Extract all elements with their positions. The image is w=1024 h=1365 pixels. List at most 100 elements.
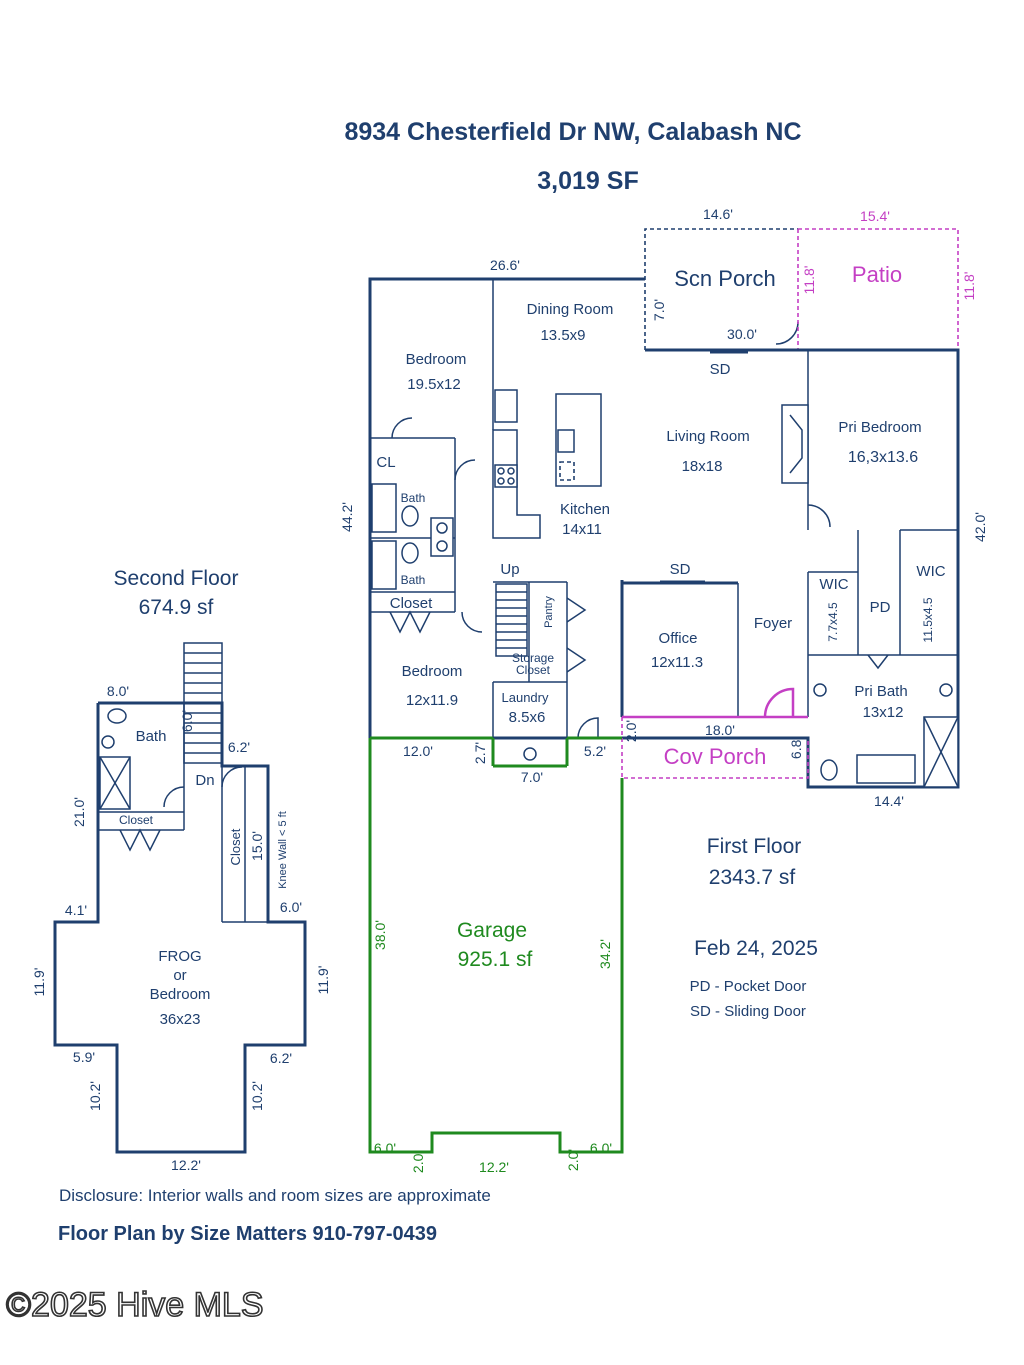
pri-bedroom-size: 16,3x13.6 [848, 449, 918, 466]
plan-date: Feb 24, 2025 [694, 937, 818, 960]
dim-garage-right: 5.2' [584, 743, 606, 759]
laundry-label: Laundry [502, 690, 549, 705]
dim-sf-12: 10.2' [87, 1081, 103, 1111]
storage-label: Storage [512, 651, 554, 665]
frog-label-3: Bedroom [150, 986, 211, 1003]
dim-right-height: 42.0' [972, 512, 988, 542]
bedroom-1-label: Bedroom [406, 351, 467, 368]
frog-label-1: FROG [158, 948, 201, 965]
interior-walls [370, 279, 958, 768]
patio-label: Patio [852, 262, 902, 287]
dim-garage-mid: 7.0' [521, 769, 543, 785]
pantry-label: Pantry [543, 596, 555, 628]
frog-size: 36x23 [160, 1011, 201, 1028]
cov-porch-label: Cov Porch [664, 744, 767, 769]
stairs-first-floor [495, 583, 528, 657]
second-bath-label: Bath [136, 728, 167, 745]
mls-watermark: ©2025 Hive MLS [6, 1286, 264, 1324]
kitchen-label: Kitchen [560, 501, 610, 518]
legend-pocket-door: PD - Pocket Door [690, 978, 807, 995]
legend-sliding-door: SD - Sliding Door [690, 1003, 806, 1020]
dim-scn-porch-height: 11.8' [801, 266, 817, 295]
scn-porch-label: Scn Porch [674, 266, 776, 291]
dim-sf-10: 5.9' [73, 1049, 95, 1065]
fireplace [781, 404, 809, 484]
stairs-down-label: Dn [195, 772, 214, 789]
hall-closet-label: Closet [390, 595, 433, 612]
dim-top-width: 26.6' [490, 257, 520, 273]
covered-porch [621, 715, 809, 779]
pocket-door-label: PD [870, 599, 891, 616]
dim-sf-9: 11.9' [315, 966, 331, 995]
second-closet-left-label: Closet [119, 813, 154, 827]
stairs-up-label: Up [500, 561, 519, 578]
dim-sf-13: 10.2' [249, 1081, 265, 1111]
pri-bath-label: Pri Bath [854, 683, 907, 700]
garage-outline [368, 738, 624, 1154]
dining-room-size: 13.5x9 [540, 327, 585, 344]
dim-sf-2: 6.0' [179, 710, 195, 732]
dim-left-height: 44.2' [339, 502, 355, 532]
storage-closet-label: Closet [516, 663, 551, 677]
laundry-size: 8.5x6 [509, 709, 546, 726]
dim-cov-porch-h1: 2.0' [623, 720, 639, 742]
dim-sf-7: 6.0' [280, 899, 302, 915]
dim-patio-width: 15.4' [860, 208, 890, 224]
dim-sf-5: 15.0' [249, 831, 265, 861]
second-floor-label: Second Floor [114, 567, 239, 590]
bath-fixtures [371, 483, 454, 590]
patio [797, 228, 959, 352]
dim-garage-top-left: 12.0' [403, 743, 433, 759]
bedroom-2-size: 12x11.9 [406, 692, 458, 709]
first-floor-area: 2343.7 sf [709, 866, 796, 889]
living-room-label: Living Room [666, 428, 749, 445]
dim-garage-b1: 6.0' [374, 1140, 396, 1156]
total-square-footage: 3,019 SF [537, 167, 638, 195]
garage-area: 925.1 sf [458, 948, 533, 971]
dim-garage-left-height: 38.0' [372, 920, 388, 950]
pri-bath-fixtures [523, 683, 959, 788]
garage-label: Garage [457, 919, 527, 942]
living-room-size: 18x18 [682, 458, 723, 475]
pri-bedroom-label: Pri Bedroom [838, 419, 921, 436]
first-floor-label: First Floor [707, 835, 802, 858]
dim-cov-porch-h2: 6.8' [788, 737, 804, 759]
dim-patio-height: 11.8' [961, 272, 977, 301]
dim-garage-b2: 2.0' [410, 1151, 426, 1173]
second-closet-right-label: Closet [228, 828, 243, 865]
dim-scn-porch-width: 14.6' [703, 206, 733, 222]
wic-1-label: WIC [819, 576, 848, 593]
pri-bath-size: 13x12 [863, 704, 904, 721]
property-address: 8934 Chesterfield Dr NW, Calabash NC [344, 118, 801, 146]
dim-pri-bath-width: 14.4' [874, 793, 904, 809]
dim-scn-side: 7.0' [651, 299, 667, 321]
dim-garage-b3: 12.2' [479, 1159, 509, 1175]
bath-b-label: Bath [401, 573, 426, 587]
dim-cov-porch-width: 18.0' [705, 722, 735, 738]
door-swings [389, 417, 889, 739]
wic-1-size: 7.7x4.5 [826, 602, 840, 642]
frog-label-2: or [173, 967, 186, 984]
bath-a-label: Bath [401, 491, 426, 505]
dim-sf-6: 4.1' [65, 902, 87, 918]
sliding-door-label-office: SD [670, 561, 691, 578]
dim-sf-1: 8.0' [107, 683, 129, 699]
closet-cl-label: CL [376, 454, 395, 471]
knee-wall-label: Knee Wall < 5 ft [277, 811, 289, 889]
dim-sf-14: 12.2' [171, 1157, 201, 1173]
bedroom-2-label: Bedroom [402, 663, 463, 680]
office-label: Office [659, 630, 698, 647]
dim-sf-8: 11.9' [31, 968, 47, 997]
floor-plan-credit: Floor Plan by Size Matters 910-797-0439 [58, 1223, 437, 1245]
bedroom-1-size: 19.5x12 [407, 376, 460, 393]
foyer-label: Foyer [754, 615, 792, 632]
kitchen-fixtures [492, 389, 602, 539]
office-size: 12x11.3 [651, 654, 703, 671]
wic-2-label: WIC [916, 563, 945, 580]
wic-2-size: 11.5x4.5 [921, 597, 935, 642]
dim-garage-right-height: 34.2' [597, 939, 613, 969]
dining-room-label: Dining Room [527, 301, 614, 318]
sliding-door-label-top: SD [710, 361, 731, 378]
dim-sf-3: 6.2' [228, 739, 250, 755]
